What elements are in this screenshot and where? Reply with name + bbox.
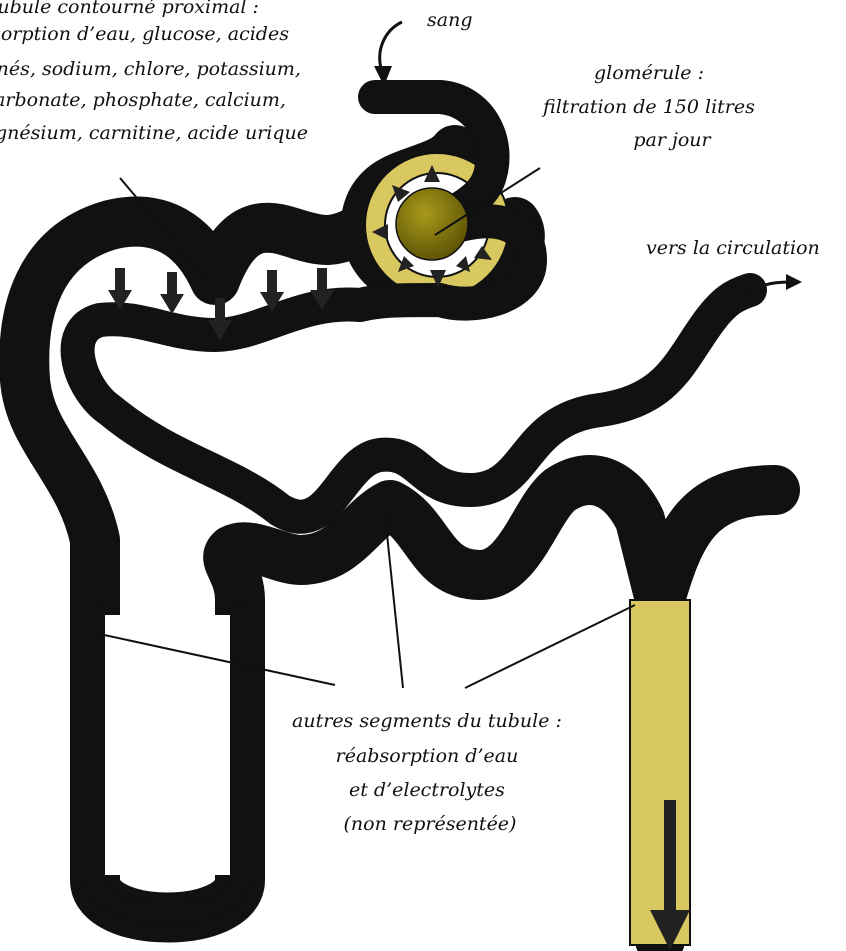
other-segments-label: autres segments du tubule : réabsorption… — [292, 710, 568, 835]
blood-label: sang — [427, 9, 472, 31]
glomerulus-label: glomérule : filtration de 150 litres par… — [541, 62, 761, 151]
circulation-label: vers la circulation — [646, 237, 820, 259]
glomerulus — [396, 188, 468, 260]
arrow-down-icon — [160, 272, 184, 314]
curved-arrow-icon — [380, 22, 402, 72]
curved-arrow-icon — [786, 274, 802, 290]
collecting-duct — [630, 600, 690, 945]
proximal-tubule-label: tubule contourné proximal : réabsorption… — [0, 0, 308, 144]
